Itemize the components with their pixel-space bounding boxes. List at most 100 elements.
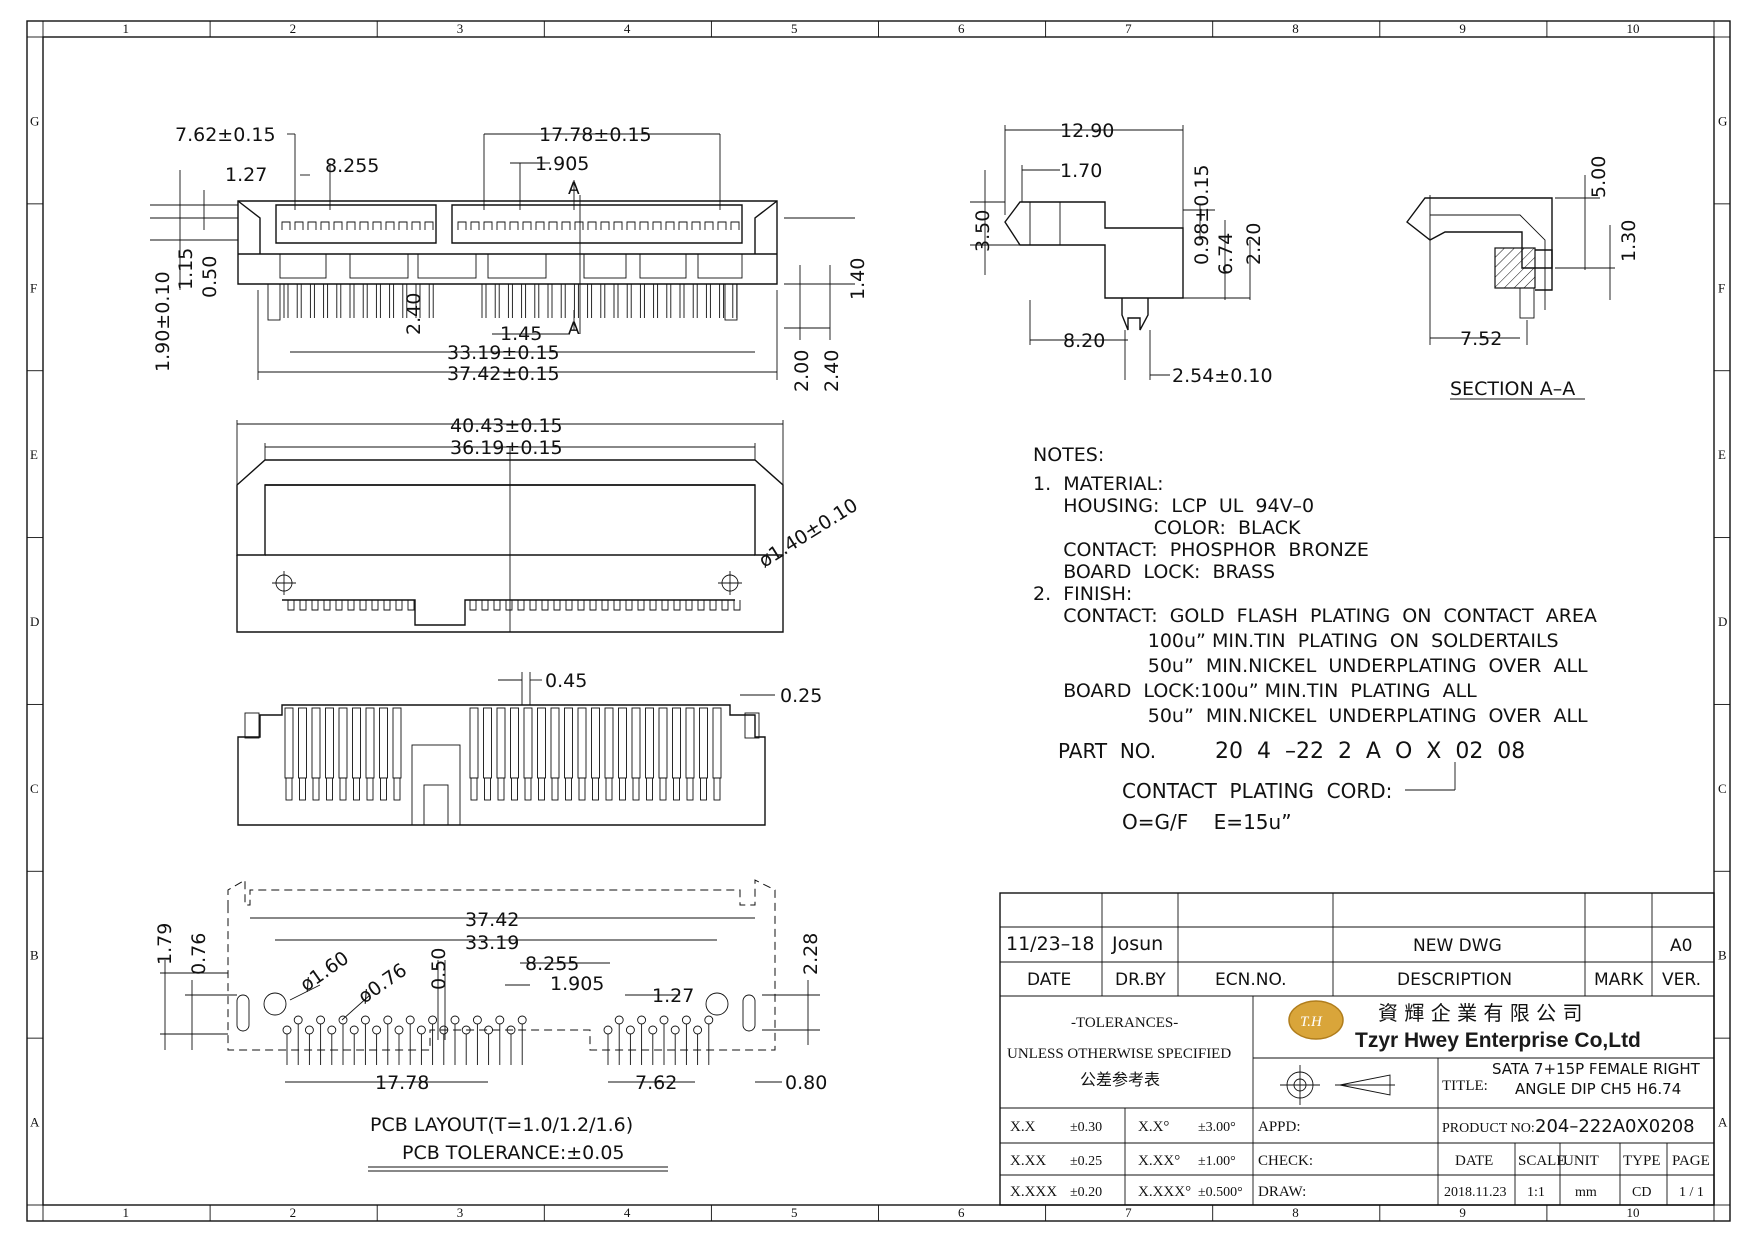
company-name-cn: 資 輝 企 業 有 限 公 司: [1378, 1001, 1583, 1025]
projection-symbol-icon: [1280, 1065, 1395, 1105]
top-view: 40.43±0.15 36.19±0.15 ø1.40±0.10: [236, 415, 862, 633]
dim-36-19: 36.19±0.15: [450, 437, 563, 459]
side-dim-2-54: 2.54±0.10: [1172, 365, 1273, 387]
zone-col-label-top: 4: [624, 21, 631, 36]
section-mark-a-top: A: [568, 179, 580, 199]
footer-value-date: 2018.11.23: [1444, 1185, 1506, 1200]
contact-plating-cord-label: CONTACT PLATING CORD:: [1122, 779, 1392, 803]
notes-line-8: 100u” MIN.TIN PLATING ON SOLDERTAILS: [1033, 630, 1559, 652]
zone-row-label-left: C: [30, 781, 39, 796]
tolerance-angular-value: ±0.500°: [1198, 1185, 1243, 1200]
pcb-dim-1-905: 1.905: [550, 973, 604, 995]
tolerance-linear-value: ±0.20: [1070, 1185, 1102, 1200]
section-dim-5-00: 5.00: [1588, 156, 1610, 198]
draw-label: DRAW:: [1258, 1184, 1306, 1200]
pcb-dim-37-42: 37.42: [465, 909, 519, 931]
section-mark-a-bottom: A: [568, 319, 580, 339]
zone-row-label-left: D: [30, 614, 39, 629]
zone-col-label-top: 5: [791, 21, 798, 36]
pcb-dim-33-19: 33.19: [465, 932, 519, 954]
product-no-label: PRODUCT NO:: [1442, 1121, 1535, 1136]
zone-row-label-right: B: [1718, 948, 1727, 963]
dim-1-905: 1.905: [535, 153, 589, 175]
dim-2-00: 2.00: [791, 350, 813, 392]
dim-0-45: 0.45: [545, 670, 587, 692]
footer-header-scale: SCALE: [1518, 1153, 1566, 1169]
side-view: 12.90 1.70 3.50 0.98±0.15 6.74 2.20 8.20…: [970, 120, 1273, 387]
zone-row-label-right: G: [1718, 113, 1727, 128]
side-dim-0-98: 0.98±0.15: [1191, 164, 1213, 265]
zone-col-label-bottom: 1: [123, 1205, 130, 1220]
footer-header-unit: UNIT: [1563, 1153, 1599, 1169]
pcb-dim-0-76: 0.76: [188, 933, 210, 975]
notes-line-9: 50u” MIN.NICKEL UNDERPLATING OVER ALL: [1033, 655, 1588, 677]
tolerance-linear-value: ±0.30: [1070, 1120, 1102, 1135]
zone-col-label-top: 8: [1292, 21, 1299, 36]
zone-col-label-bottom: 7: [1125, 1205, 1132, 1220]
contact-plating-cord-values: O=G/F E=15u”: [1122, 810, 1292, 834]
side-dim-12-90: 12.90: [1060, 120, 1114, 142]
header-date: DATE: [1027, 970, 1071, 990]
dim-pitch-right: 17.78±0.15: [539, 124, 652, 146]
notes-line-3: COLOR: BLACK: [1033, 517, 1301, 539]
title-value-line-1: SATA 7+15P FEMALE RIGHT: [1492, 1060, 1701, 1078]
section-view: 5.00 1.30 7.52 SECTION A–A: [1406, 156, 1640, 400]
zone-col-label-bottom: 10: [1626, 1205, 1639, 1220]
dim-2-40-right: 2.40: [821, 350, 843, 392]
zone-row-label-right: D: [1718, 614, 1727, 629]
dim-1-90: 1.90±0.10: [152, 271, 174, 372]
pcb-dim-2-28: 2.28: [800, 933, 822, 975]
rev-date: 11/23–18: [1006, 933, 1094, 955]
notes-line-1: 1. MATERIAL:: [1033, 473, 1164, 495]
pcb-hole-0-76: ø0.76: [354, 959, 411, 1008]
zone-row-label-right: C: [1718, 781, 1727, 796]
pcb-dim-8-255: 8.255: [525, 953, 579, 975]
notes-line-4: CONTACT: PHOSPHOR BRONZE: [1033, 539, 1369, 561]
side-dim-1-70: 1.70: [1060, 160, 1102, 182]
rev-description: NEW DWG: [1413, 936, 1502, 956]
section-label: SECTION A–A: [1450, 378, 1575, 400]
zone-row-label-left: E: [30, 447, 38, 462]
dim-37-42: 37.42±0.15: [447, 363, 560, 385]
dim-33-19: 33.19±0.15: [447, 342, 560, 364]
pcb-dim-1-27: 1.27: [652, 985, 694, 1007]
notes-line-10: BOARD LOCK:100u” MIN.TIN PLATING ALL: [1033, 680, 1477, 702]
pcb-dim-7-62: 7.62: [635, 1072, 677, 1094]
footer-value-scale: 1:1: [1527, 1185, 1545, 1200]
header-drby: DR.BY: [1115, 970, 1166, 990]
title-value-line-2: ANGLE DIP CH5 H6.74: [1515, 1080, 1681, 1098]
footer-header-page: PAGE: [1672, 1153, 1710, 1169]
header-mark: MARK: [1594, 970, 1644, 990]
part-no-label: PART NO.: [1058, 739, 1156, 763]
zone-row-label-right: A: [1718, 1115, 1728, 1130]
notes-line-6: 2. FINISH:: [1033, 583, 1132, 605]
notes-line-0: NOTES:: [1033, 444, 1104, 466]
tolerance-linear-format: X.XX: [1010, 1153, 1046, 1169]
footer-value-page: 1 / 1: [1679, 1185, 1704, 1200]
dim-2-40-front: 2.40: [403, 293, 425, 335]
rev-drby: Josun: [1111, 933, 1163, 955]
section-dim-1-30: 1.30: [1618, 220, 1640, 262]
pcb-dim-0-80: 0.80: [785, 1072, 827, 1094]
notes-line-11: 50u” MIN.NICKEL UNDERPLATING OVER ALL: [1033, 705, 1588, 727]
zone-row-label-right: F: [1718, 280, 1725, 295]
rev-version: A0: [1670, 936, 1692, 956]
dim-1-15: 1.15: [175, 248, 197, 290]
tolerance-angular-format: X.XXX°: [1138, 1184, 1191, 1200]
zone-col-label-top: 1: [123, 21, 130, 36]
zone-col-label-top: 9: [1459, 21, 1466, 36]
dim-1-45: 1.45: [500, 323, 542, 345]
header-description: DESCRIPTION: [1397, 970, 1512, 990]
pcb-dim-1-79: 1.79: [154, 923, 176, 965]
tolerances-title: -TOLERANCES-: [1071, 1015, 1178, 1031]
zone-row-label-left: F: [30, 280, 37, 295]
tolerance-angular-format: X.X°: [1138, 1119, 1169, 1135]
appd-label: APPD:: [1258, 1119, 1301, 1135]
tolerances-unless: UNLESS OTHERWISE SPECIFIED: [1007, 1046, 1231, 1062]
notes-block: NOTES: 1. MATERIAL: HOUSING: LCP UL 94V–…: [1033, 444, 1597, 834]
footer-value-type: CD: [1632, 1185, 1651, 1200]
header-version: VER.: [1662, 970, 1701, 990]
pcb-layout-view: 37.42 33.19 8.255 1.905 1.27 17.78 7.62 …: [154, 879, 827, 1172]
